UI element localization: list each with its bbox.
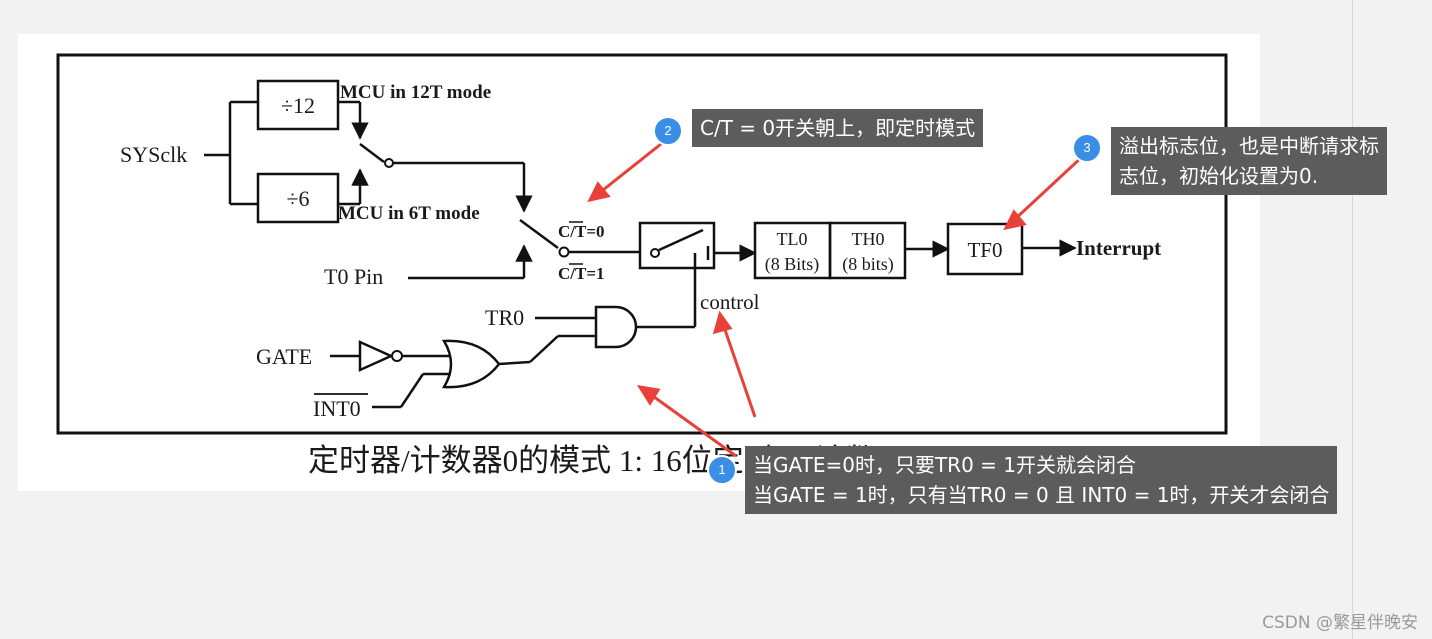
gate-label: GATE: [256, 344, 312, 369]
th0-name: TH0: [852, 229, 885, 249]
tf0-label: TF0: [967, 238, 1002, 262]
annotation-1-badge[interactable]: 1: [707, 455, 737, 485]
tl0-bits: (8 Bits): [765, 254, 820, 275]
div6-box: [256, 172, 340, 224]
annotation-1-arrow-b: [649, 392, 737, 458]
annotation-2-note[interactable]: C/T = 0开关朝上，即定时模式: [692, 109, 984, 147]
control-label: control: [700, 290, 760, 314]
ct-switch-pivot: [558, 246, 570, 258]
sysclk-label: SYSclk: [120, 142, 187, 167]
div12-label: ÷12: [281, 93, 315, 118]
annotation-2-badge[interactable]: 2: [653, 116, 683, 146]
th0-bits: (8 bits): [842, 254, 894, 275]
annotation-3-badge[interactable]: 3: [1072, 133, 1102, 163]
annotation-1-arrowhead-b: [636, 384, 661, 406]
not-gate: [358, 340, 395, 372]
int0-label: INT0: [313, 396, 361, 421]
tl0-name: TL0: [777, 229, 808, 249]
csdn-watermark: CSDN @繁星伴晚安: [1262, 613, 1418, 633]
interrupt-label: Interrupt: [1076, 236, 1161, 260]
t0pin-label: T0 Pin: [324, 264, 383, 289]
annotation-1-line-2: 当GATE = 1时，只有当TR0 = 0 且 INT0 = 1时，开关才会闭合: [753, 483, 1330, 507]
ct-switch-blade: [519, 218, 559, 250]
div6-label: ÷6: [286, 186, 309, 211]
annotation-1-note[interactable]: 当GATE=0时，只要TR0 = 1开关就会闭合 当GATE = 1时，只有当T…: [745, 446, 1338, 514]
th0-box: [828, 221, 907, 280]
div12-box: [256, 79, 340, 131]
timer-mode1-diagram: SYSclk ÷12 ÷6 MCU in 12T mode MCU in 6T …: [56, 53, 1228, 478]
mcu6-label: MCU in 6T mode: [338, 203, 480, 224]
control-switch-blade: [658, 228, 704, 252]
ct0-label: C/T=0: [558, 222, 605, 241]
annotation-3-arrow: [1012, 154, 1085, 222]
ct1-label: C/T=1: [558, 264, 605, 283]
annotation-3-line-1: 溢出标志位，也是中断请求标: [1119, 134, 1379, 158]
annotation-3-note[interactable]: 溢出标志位，也是中断请求标 志位，初始化设置为0.: [1111, 127, 1387, 195]
annotation-2-arrow: [597, 138, 667, 196]
annotation-1-arrow-a: [721, 323, 757, 418]
diagram-canvas: SYSclk ÷12 ÷6 MCU in 12T mode MCU in 6T …: [18, 34, 1260, 491]
tr0-label: TR0: [485, 305, 524, 330]
annotation-2-arrowhead: [587, 181, 611, 203]
scrollbar-divider: [1352, 0, 1353, 639]
or-gate: [441, 339, 501, 389]
annotation-3-line-2: 志位，初始化设置为0.: [1119, 164, 1319, 188]
mcu12-label: MCU in 12T mode: [340, 82, 491, 103]
control-switch-box: [638, 221, 716, 270]
mode-switch-pivot: [384, 158, 394, 168]
not-gate-bubble: [391, 350, 403, 362]
annotation-2-line: C/T = 0开关朝上，即定时模式: [700, 116, 976, 140]
diagram-frame: [56, 53, 1228, 435]
mode-switch-blade: [359, 143, 385, 163]
annotation-1-arrowhead-a: [712, 310, 733, 335]
and-gate: [594, 305, 638, 349]
annotation-1-line-1: 当GATE=0时，只要TR0 = 1开关就会闭合: [753, 453, 1136, 477]
annotation-3-arrowhead: [1003, 209, 1027, 231]
